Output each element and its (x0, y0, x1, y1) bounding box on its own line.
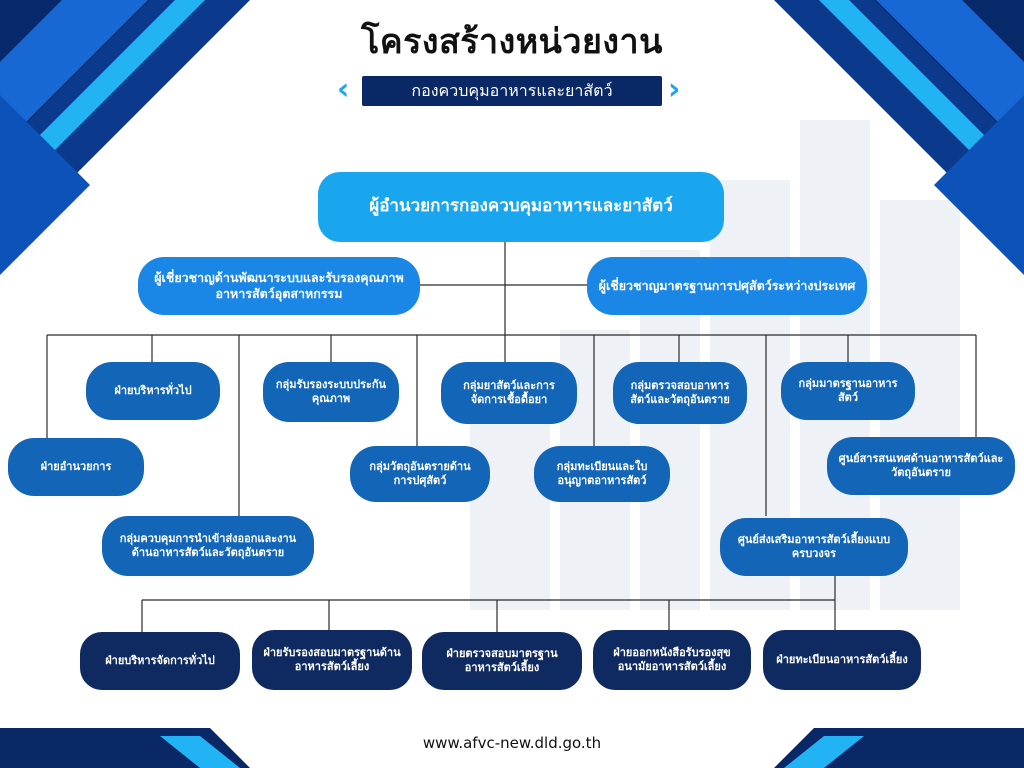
unit-node-registration-license: กลุ่มทะเบียนและใบอนุญาตอาหารสัตว์ (534, 446, 670, 502)
unit-node-feed-standards: กลุ่มมาตรฐานอาหารสัตว์ (781, 362, 915, 420)
unit-node-feed-inspection: กลุ่มตรวจสอบอาหารสัตว์และวัตถุอันตราย (613, 362, 747, 424)
section-node-pet-food-certification: ฝ่ายรับรองสอบมาตรฐานด้านอาหารสัตว์เลี้ยง (252, 630, 412, 690)
expert-node-international-standards: ผู้เชี่ยวชาญมาตรฐานการปศุสัตว์ระหว่างประ… (587, 257, 867, 315)
unit-node-general-admin: ฝ่ายบริหารทั่วไป (86, 362, 220, 420)
expert-node-feed-quality: ผู้เชี่ยวชาญด้านพัฒนาระบบและรับรองคุณภาพ… (138, 257, 420, 315)
section-node-general-management: ฝ่ายบริหารจัดการทั่วไป (80, 632, 240, 690)
unit-node-quality-assurance: กลุ่มรับรองระบบประกันคุณภาพ (263, 362, 399, 422)
unit-node-director-office: ฝ่ายอำนวยการ (8, 438, 144, 496)
unit-node-import-export: กลุ่มควบคุมการนำเข้าส่งออกและงานด้านอาหา… (102, 516, 314, 576)
section-node-pet-food-registration: ฝ่ายทะเบียนอาหารสัตว์เลี้ยง (763, 630, 921, 690)
unit-node-information-center: ศูนย์สารสนเทศด้านอาหารสัตว์และวัตถุอันตร… (827, 437, 1015, 495)
section-node-pet-food-inspection: ฝ่ายตรวจสอบมาตรฐานอาหารสัตว์เลี้ยง (422, 632, 582, 690)
chevron-right-icon: › (668, 72, 681, 107)
director-node: ผู้อำนวยการกองควบคุมอาหารและยาสัตว์ (318, 172, 724, 242)
chevron-left-icon: ‹ (337, 72, 350, 107)
website-url: www.afvc-new.dld.go.th (422, 734, 602, 752)
subtitle-banner: กองควบคุมอาหารและยาสัตว์ (362, 76, 662, 106)
page-title: โครงสร้างหน่วยงาน (361, 22, 663, 62)
unit-node-veterinary-drugs: กลุ่มยาสัตว์และการจัดการเชื้อดื้อยา (441, 362, 577, 424)
unit-node-pet-food-center: ศูนย์ส่งเสริมอาหารสัตว์เลี้ยงแบบครบวงจร (720, 518, 908, 576)
section-node-health-certificate: ฝ่ายออกหนังสือรับรองสุขอนามัยอาหารสัตว์เ… (593, 630, 751, 690)
unit-node-hazardous-substances: กลุ่มวัตถุอันตรายด้านการปศุสัตว์ (350, 446, 490, 502)
